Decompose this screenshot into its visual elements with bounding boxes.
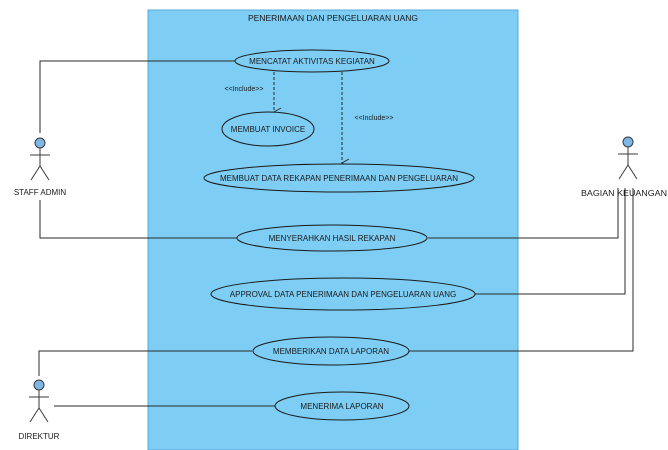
actor-direktur-label: DIREKTUR	[19, 432, 60, 441]
use-case-mencatat[interactable]: MENCATAT AKTIVITAS KEGIATAN	[234, 49, 390, 73]
associations	[38, 60, 634, 407]
use-case-rekapan-label: MEMBUAT DATA REKAPAN PENERIMAAN DAN PENG…	[220, 174, 458, 183]
actor-head-icon	[33, 379, 45, 391]
association-staff-admin-mencatat	[39, 60, 240, 133]
actor-direktur[interactable]: DIREKTUR	[19, 379, 60, 441]
use-case-approval[interactable]: APPROVAL DATA PENERIMAAN DAN PENGELUARAN…	[210, 277, 476, 311]
use-case-approval-label: APPROVAL DATA PENERIMAAN DAN PENGELUARAN…	[230, 290, 456, 299]
include-label-rekapan: <<Include>>	[355, 115, 394, 122]
actor-bagian-keuangan-label: BAGIAN KEUANGAN	[581, 189, 667, 198]
use-case-menerima-label: MENERIMA LAPORAN	[300, 402, 383, 411]
use-case-invoice[interactable]: MEMBUAT INVOICE	[221, 111, 315, 147]
use-case-menerima[interactable]: MENERIMA LAPORAN	[274, 391, 410, 421]
system-title: PENERIMAAN DAN PENGELUARAN UANG	[248, 13, 418, 23]
include-label-invoice: <<Include>>	[225, 86, 264, 93]
association-keuangan-menyerahkan	[428, 188, 619, 239]
actor-bagian-keuangan[interactable]: BAGIAN KEUANGAN	[581, 136, 667, 198]
use-case-menyerahkan[interactable]: MENYERAHKAN HASIL REKAPAN	[236, 224, 428, 252]
include-relations: <<Include>> <<Include>>	[225, 72, 394, 168]
actor-head-icon	[34, 137, 46, 149]
association-staff-admin-menyerahkan	[39, 200, 237, 239]
actor-head-icon	[622, 136, 634, 148]
use-case-rekapan[interactable]: MEMBUAT DATA REKAPAN PENERIMAAN DAN PENG…	[203, 163, 475, 193]
actor-staff-admin[interactable]: STAFF ADMIN	[14, 137, 67, 197]
actor-staff-admin-label: STAFF ADMIN	[14, 188, 67, 197]
association-direktur-memberikan	[38, 350, 252, 376]
use-case-memberikan-label: MEMBERIKAN DATA LAPORAN	[273, 347, 389, 356]
use-case-memberikan[interactable]: MEMBERIKAN DATA LAPORAN	[252, 336, 410, 366]
association-keuangan-memberikan	[409, 188, 634, 352]
association-keuangan-approval	[475, 188, 626, 295]
use-case-mencatat-label: MENCATAT AKTIVITAS KEGIATAN	[249, 57, 375, 66]
use-case-invoice-label: MEMBUAT INVOICE	[231, 125, 305, 134]
use-case-menyerahkan-label: MENYERAHKAN HASIL REKAPAN	[269, 234, 396, 243]
